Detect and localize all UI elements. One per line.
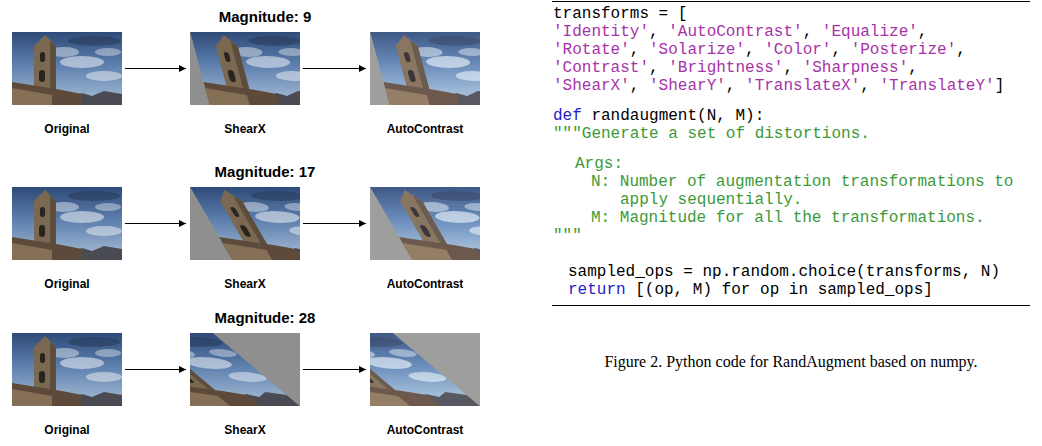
code-token: , xyxy=(831,41,850,59)
code-token: 'Color' xyxy=(764,41,831,59)
code-token: ] xyxy=(995,77,1005,95)
code-token: 'Sharpness' xyxy=(803,59,909,77)
code-token: , xyxy=(745,41,764,59)
image-box: Original xyxy=(12,333,122,406)
row-title: Magnitude: 9 xyxy=(219,8,312,25)
code-token: , xyxy=(956,41,966,59)
image-box: AutoContrast xyxy=(370,333,480,406)
docstring-line: apply sequentially. xyxy=(620,191,802,209)
arrow-connector xyxy=(125,369,186,370)
photo-group xyxy=(370,32,500,105)
photo xyxy=(12,333,122,406)
code-line: def randaugment(N, M): xyxy=(553,107,764,125)
code-token: , xyxy=(783,59,802,77)
image-label: Original xyxy=(44,122,89,136)
code-token: , xyxy=(726,77,745,95)
code-line: transforms = [ xyxy=(553,5,687,23)
photo xyxy=(370,32,500,105)
code-token: 'ShearY' xyxy=(649,77,726,95)
photo xyxy=(12,187,122,260)
code-token: sampled_ops = np.random.choice(transform… xyxy=(568,263,1000,281)
image-box: Original xyxy=(12,32,122,105)
image-box: ShearX xyxy=(190,187,300,260)
code-line: sampled_ops = np.random.choice(transform… xyxy=(568,263,1000,281)
code-token: , xyxy=(649,23,668,41)
code-line: 'Rotate', 'Solarize', 'Color', 'Posteriz… xyxy=(553,41,966,59)
arrow-connector xyxy=(125,68,186,69)
code-token: , xyxy=(803,23,822,41)
photo xyxy=(12,32,122,105)
image-label: Original xyxy=(44,423,89,437)
code-token: randaugment(N, M): xyxy=(582,107,764,125)
code-token: 'ShearX' xyxy=(553,77,630,95)
code-token: , xyxy=(630,41,649,59)
photo xyxy=(190,32,320,105)
docstring-line: Args: xyxy=(575,155,623,173)
code-token: , xyxy=(649,59,668,77)
image-box: AutoContrast xyxy=(370,187,480,260)
image-original xyxy=(12,187,122,260)
code-line: 'ShearX', 'ShearY', 'TranslateX', 'Trans… xyxy=(553,77,1004,95)
code-token: 'Rotate' xyxy=(553,41,630,59)
image-label: AutoContrast xyxy=(387,122,464,136)
top-rule xyxy=(552,1,1030,2)
image-label: AutoContrast xyxy=(387,277,464,291)
photo-group xyxy=(370,187,522,260)
image-label: ShearX xyxy=(224,277,265,291)
row-title: Magnitude: 28 xyxy=(215,309,316,326)
bottom-rule xyxy=(552,305,1030,306)
code-token: 'AutoContrast' xyxy=(668,23,802,41)
arrow-connector xyxy=(125,223,186,224)
figure-caption: Figure 2. Python code for RandAugment ba… xyxy=(552,353,1030,371)
image-shear xyxy=(103,333,300,406)
image-label: ShearX xyxy=(224,122,265,136)
code-line: 'Identity', 'AutoContrast', 'Equalize', xyxy=(553,23,927,41)
code-token: 'Brightness' xyxy=(668,59,783,77)
image-autocontrast xyxy=(370,187,522,260)
code-token: 'Equalize' xyxy=(822,23,918,41)
arrow-connector xyxy=(303,369,366,370)
image-label: ShearX xyxy=(224,423,265,437)
image-box: AutoContrast xyxy=(370,32,480,105)
code-token: , xyxy=(908,59,918,77)
code-token: 'TranslateY' xyxy=(879,77,994,95)
docstring-line: M: Magnitude for all the transformations… xyxy=(591,209,985,227)
code-token: def xyxy=(553,107,582,125)
photo xyxy=(283,333,480,406)
photo xyxy=(103,333,300,406)
image-box: Original xyxy=(12,187,122,260)
code-token: 'Solarize' xyxy=(649,41,745,59)
code-token: [(op, M) for op in sampled_ops] xyxy=(626,281,933,299)
photo-group xyxy=(283,333,480,406)
image-shear xyxy=(190,32,320,105)
image-autocontrast xyxy=(370,32,500,105)
code-token: return xyxy=(568,281,626,299)
image-box: ShearX xyxy=(190,333,300,406)
code-token: 'Posterize' xyxy=(851,41,957,59)
image-label: Original xyxy=(44,277,89,291)
arrow-connector xyxy=(303,223,366,224)
code-token: 'Identity' xyxy=(553,23,649,41)
docstring-line: N: Number of augmentation transformation… xyxy=(591,173,1013,191)
code-token: , xyxy=(860,77,879,95)
docstring-line: """Generate a set of distortions. xyxy=(553,125,870,143)
code-line: return [(op, M) for op in sampled_ops] xyxy=(568,281,933,299)
code-line: 'Contrast', 'Brightness', 'Sharpness', xyxy=(553,59,918,77)
code-token: 'Contrast' xyxy=(553,59,649,77)
arrow-connector xyxy=(303,68,366,69)
code-token: , xyxy=(918,23,928,41)
code-token: , xyxy=(630,77,649,95)
row-title: Magnitude: 17 xyxy=(215,163,316,180)
image-original xyxy=(12,333,122,406)
image-autocontrast xyxy=(283,333,480,406)
code-token: 'TranslateX' xyxy=(745,77,860,95)
photo xyxy=(370,187,522,260)
image-original xyxy=(12,32,122,105)
image-box: ShearX xyxy=(190,32,300,105)
docstring-line: """ xyxy=(553,227,582,245)
image-label: AutoContrast xyxy=(387,423,464,437)
code-token: transforms = [ xyxy=(553,5,687,23)
